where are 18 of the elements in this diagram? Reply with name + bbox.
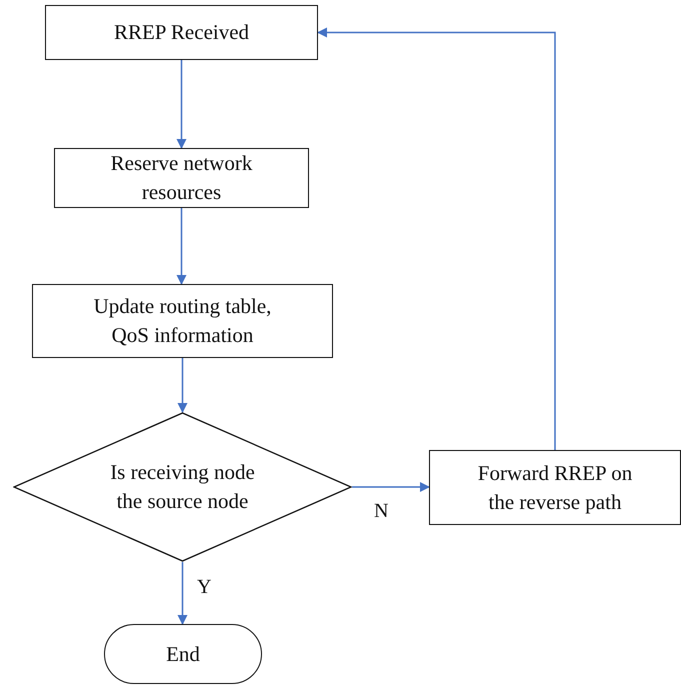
arrow <box>352 482 430 492</box>
node-text: Reserve network resources <box>110 150 254 206</box>
node-text: RREP Received <box>114 19 250 46</box>
terminator-shape <box>104 624 262 684</box>
process-box <box>54 148 309 208</box>
process-box <box>32 284 333 358</box>
arrow <box>178 562 188 625</box>
node-text: Is receiving node the source node <box>109 459 256 515</box>
arrow <box>317 28 556 450</box>
arrow <box>176 208 186 285</box>
node-text: End <box>166 640 200 668</box>
process-box <box>45 5 318 60</box>
arrow <box>176 60 186 149</box>
arrow <box>178 358 188 413</box>
decision-diamond <box>13 412 352 562</box>
node-text: Forward RREP on the reverse path <box>476 460 634 516</box>
process-box <box>429 450 681 525</box>
node-text: Update routing table, QoS information <box>92 293 272 349</box>
